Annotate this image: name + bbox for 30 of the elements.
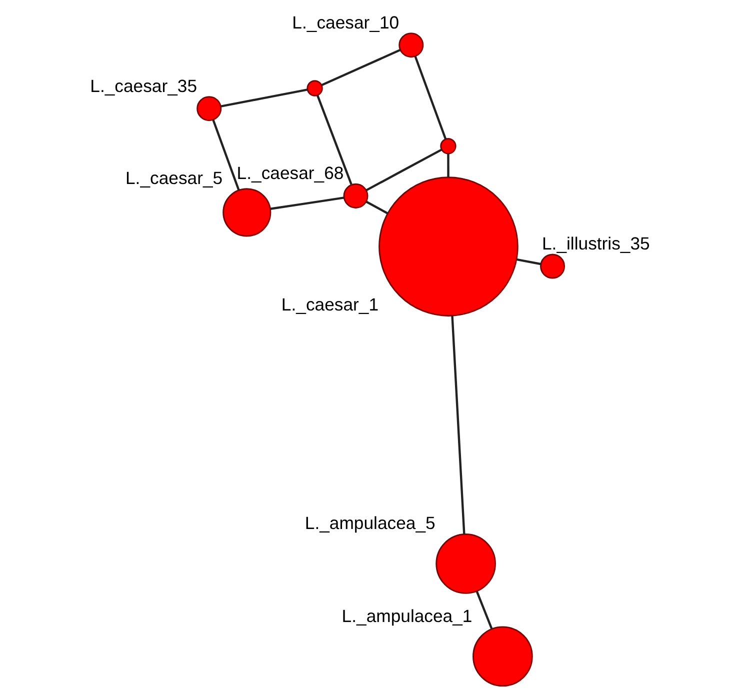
connector	[447, 154, 450, 178]
node-circle	[343, 183, 368, 208]
node-circle	[472, 626, 533, 687]
connector	[212, 119, 240, 191]
node-circle	[306, 80, 323, 96]
connector	[366, 200, 388, 214]
connector	[316, 94, 352, 185]
connector	[366, 148, 442, 192]
connector	[516, 258, 541, 266]
node-label: L._caesar_68	[236, 163, 344, 184]
node-label: L._caesar_10	[292, 12, 400, 32]
node-circle	[378, 176, 518, 316]
connector	[321, 49, 401, 86]
node-circle	[440, 138, 456, 154]
node-circle	[540, 254, 566, 279]
node-label: L._ampulacea_1	[342, 606, 472, 626]
connector	[476, 591, 493, 629]
connector	[451, 316, 466, 534]
node-circle	[222, 188, 272, 237]
node-circle	[398, 32, 424, 58]
connector	[414, 56, 447, 140]
node-label: L._ampulacea_5	[304, 513, 436, 534]
node-label: L._caesar_5	[125, 168, 223, 188]
node-label: L._caesar_1	[281, 294, 379, 315]
connector	[270, 196, 344, 210]
node-circle	[436, 534, 496, 594]
node-label: L._illustris_35	[542, 233, 650, 254]
connector	[220, 88, 308, 108]
node-label: L._caesar_35	[90, 76, 198, 96]
node-circle	[196, 96, 222, 122]
